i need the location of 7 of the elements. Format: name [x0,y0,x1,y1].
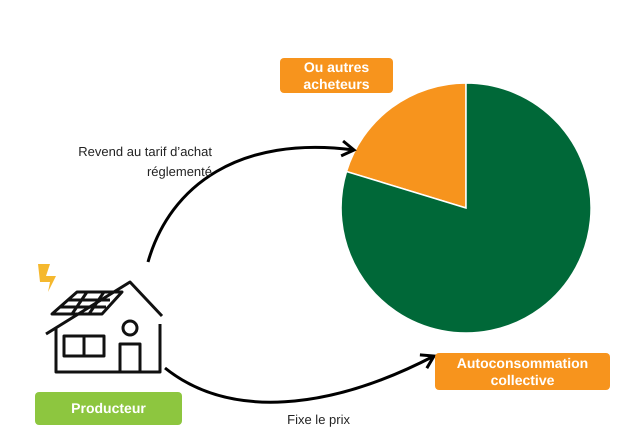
edge-label: Fixe le prix [286,411,351,429]
label-box: Producteur [35,392,182,425]
label-box: Autoconsommation collective [435,353,610,390]
curved-arrow [146,140,356,262]
label-box: Ou autres acheteurs [280,58,393,93]
edge-label: Revend au tarif d’achat réglementé [77,143,213,181]
curved-arrow [164,353,436,404]
